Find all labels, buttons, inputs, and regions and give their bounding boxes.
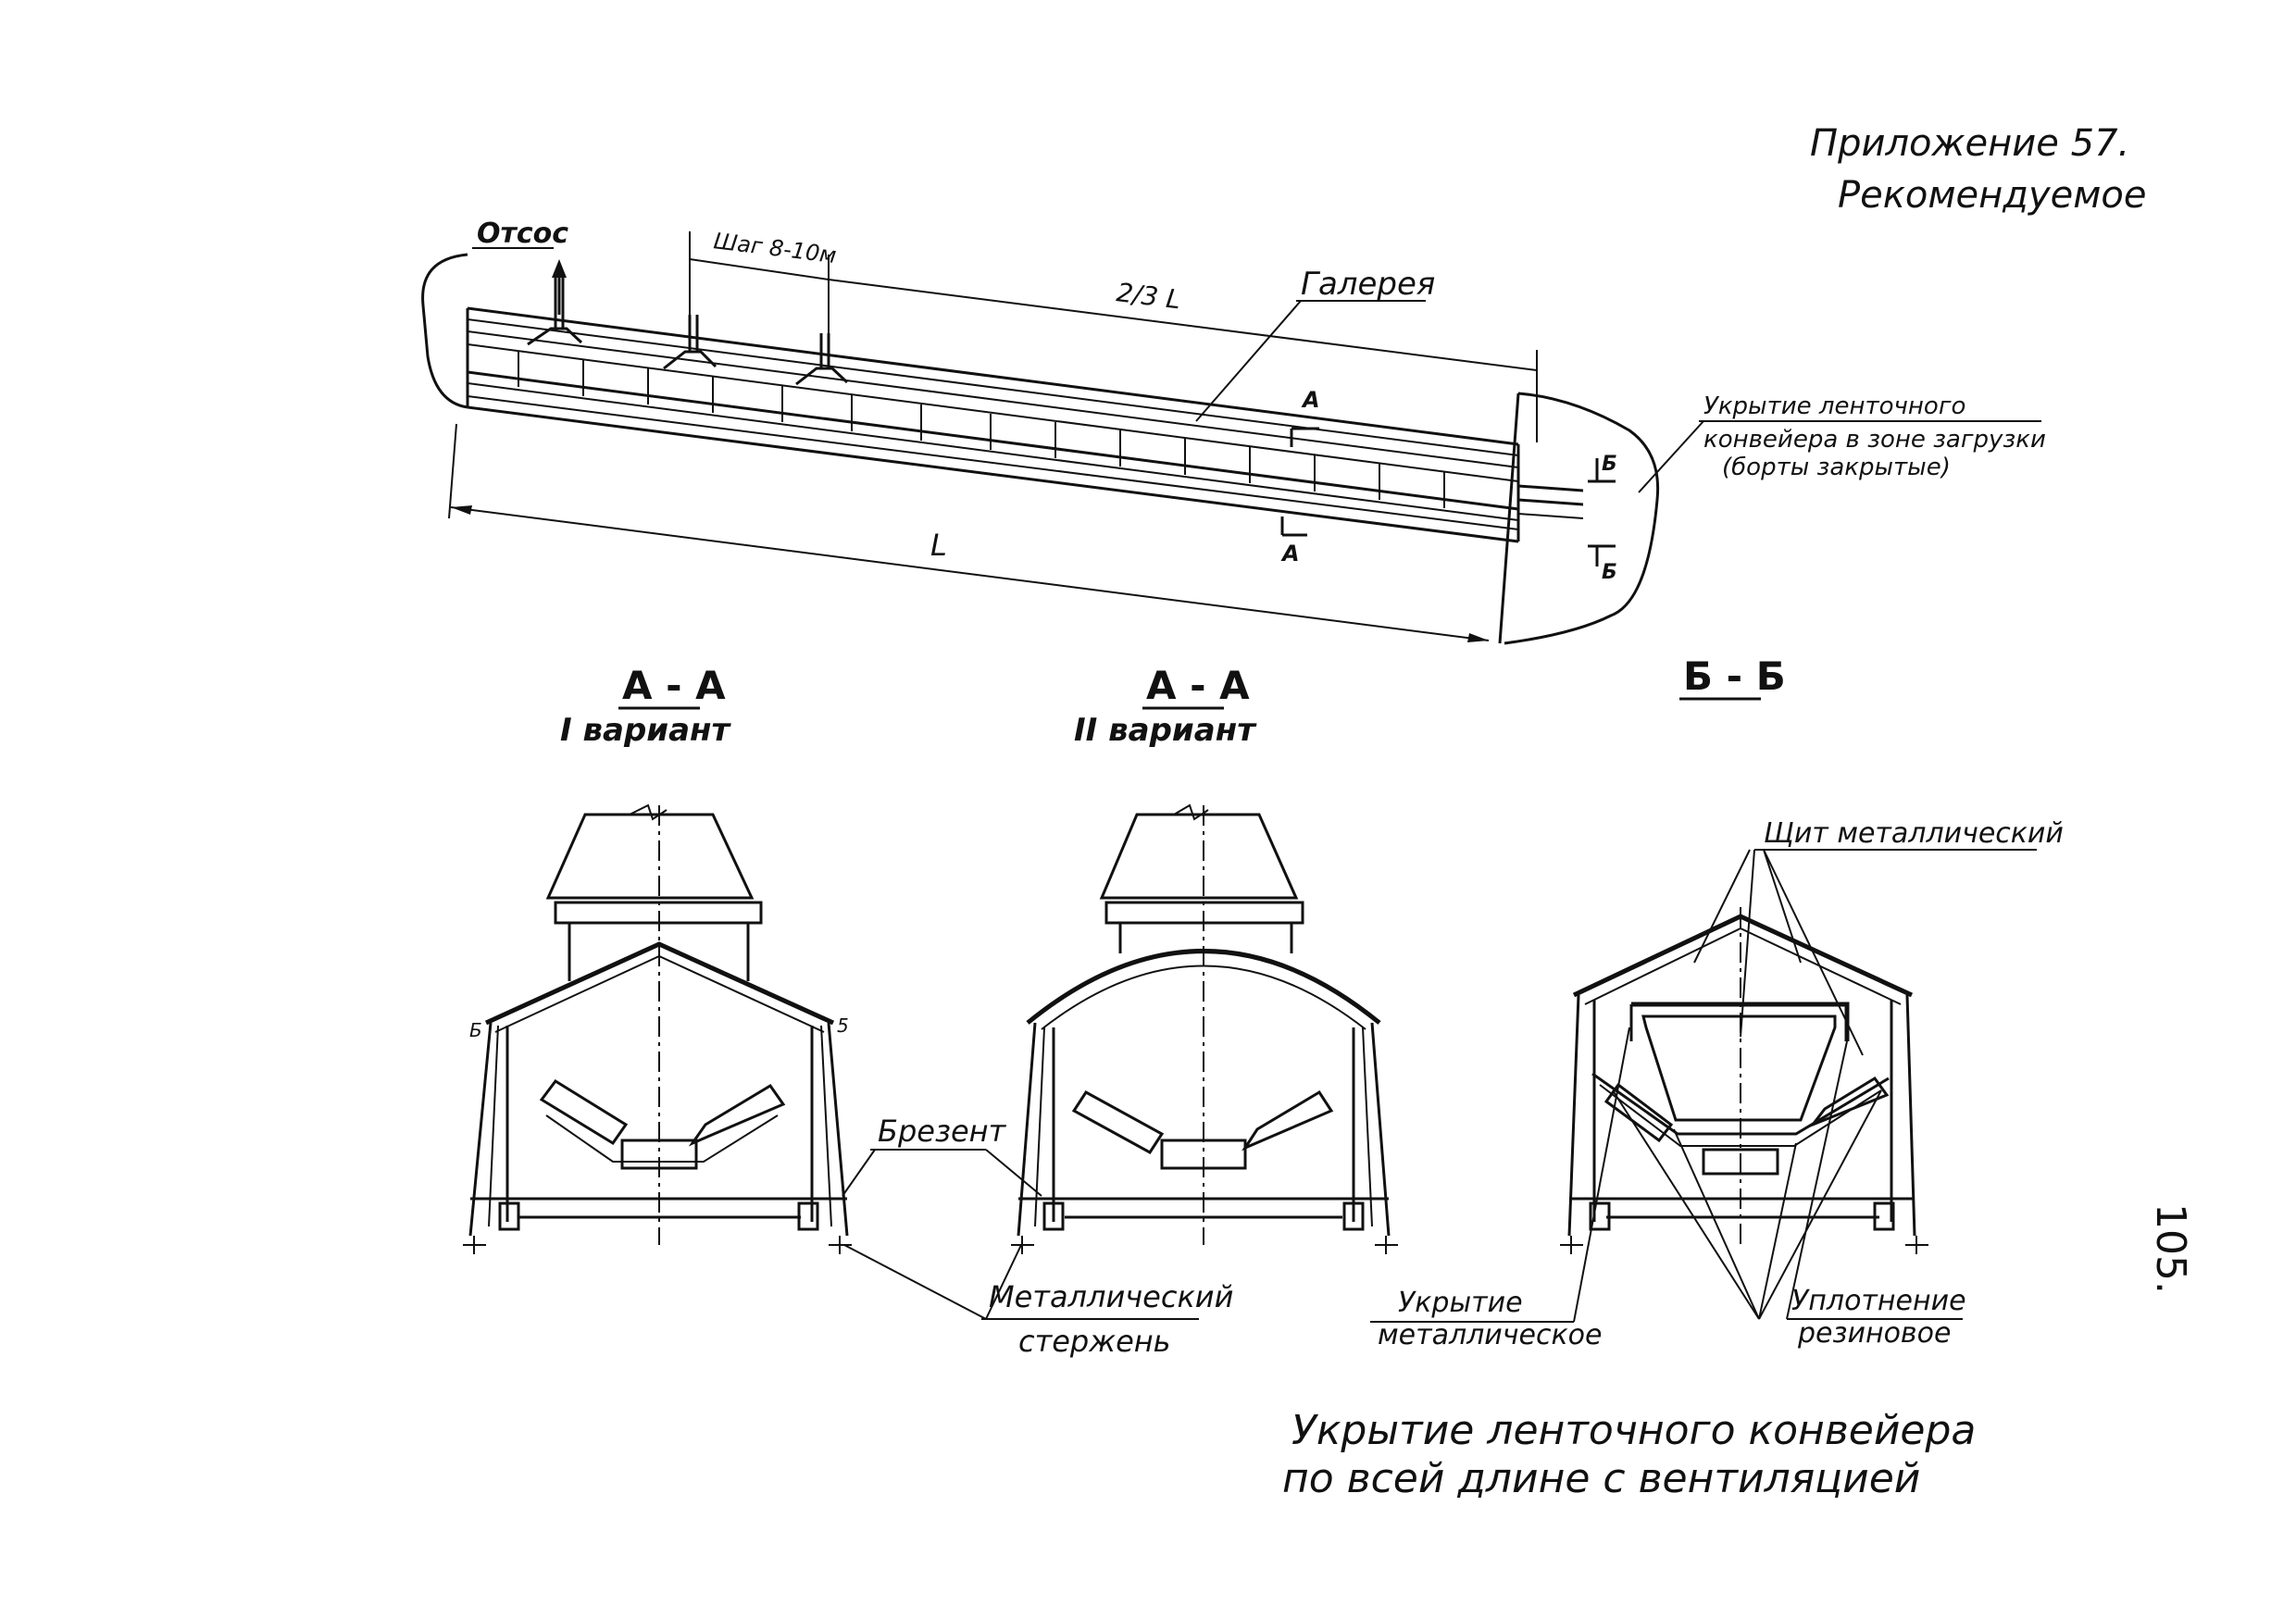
appendix-label: Приложение 57. xyxy=(1810,122,2129,165)
gallery-label: Галерея xyxy=(1301,266,1435,303)
step-label: Шаг 8-10м xyxy=(712,228,838,268)
section-A-top: А xyxy=(1301,387,1320,413)
section-aa2-subtitle: II вариант xyxy=(1074,712,1257,749)
section-aa1: Б 5 xyxy=(463,803,852,1254)
suction-label: Отсос xyxy=(477,218,568,250)
two-thirds-L-label: 2/3 L xyxy=(1115,277,1182,315)
section-bb-title: Б - Б xyxy=(1683,653,1786,699)
section-aa1-title: А - А xyxy=(622,663,726,708)
section-mark-B: Б Б xyxy=(1588,453,1617,584)
metal-cover-label-1: Укрытие xyxy=(1398,1287,1523,1319)
loading-zone-note-1: Укрытие ленточного xyxy=(1703,392,1965,420)
gallery-view: Отсос Шаг 8-10м 2/3 L Галерея L А А xyxy=(421,218,2046,645)
gallery-frames xyxy=(518,352,1445,508)
caption-line-1: Укрытие ленточного конвейера xyxy=(1292,1407,1976,1454)
metal-rod-label-2: стержень xyxy=(1018,1324,1171,1359)
section-B-bottom: Б xyxy=(1602,561,1617,584)
loading-zone-note-2: конвейера в зоне загрузки xyxy=(1703,426,2046,454)
section-aa2-title: А - А xyxy=(1146,663,1250,708)
caption-line-2: по всей длине с вентиляцией xyxy=(1282,1455,1920,1502)
section-mark-A: А А xyxy=(1280,387,1320,566)
svg-text:5: 5 xyxy=(837,1014,849,1037)
section-bb xyxy=(1560,907,1928,1254)
rubber-seal-label-2: резиновое xyxy=(1797,1317,1951,1350)
svg-text:Б: Б xyxy=(469,1019,482,1041)
L-label: L xyxy=(930,528,947,563)
section-B-top: Б xyxy=(1602,453,1617,476)
loading-zone-note-3: (борты закрытые) xyxy=(1722,454,1951,481)
section-A-bottom: А xyxy=(1280,541,1300,566)
rubber-seal-label-1: Уплотнение xyxy=(1791,1285,1966,1317)
metal-shield-label: Щит металлический xyxy=(1764,817,2064,850)
suction-hoods xyxy=(527,273,849,386)
tarpaulin-label: Брезент xyxy=(878,1114,1007,1149)
metal-rod-label-1: Металлический xyxy=(989,1279,1233,1314)
section-aa1-subtitle: I вариант xyxy=(560,712,732,749)
metal-cover-label-2: металлическое xyxy=(1378,1319,1602,1351)
section-aa2 xyxy=(1011,803,1398,1254)
status-label: Рекомендуемое xyxy=(1838,174,2147,217)
gallery-structure xyxy=(466,306,1520,543)
page-number: 105. xyxy=(2147,1203,2194,1294)
